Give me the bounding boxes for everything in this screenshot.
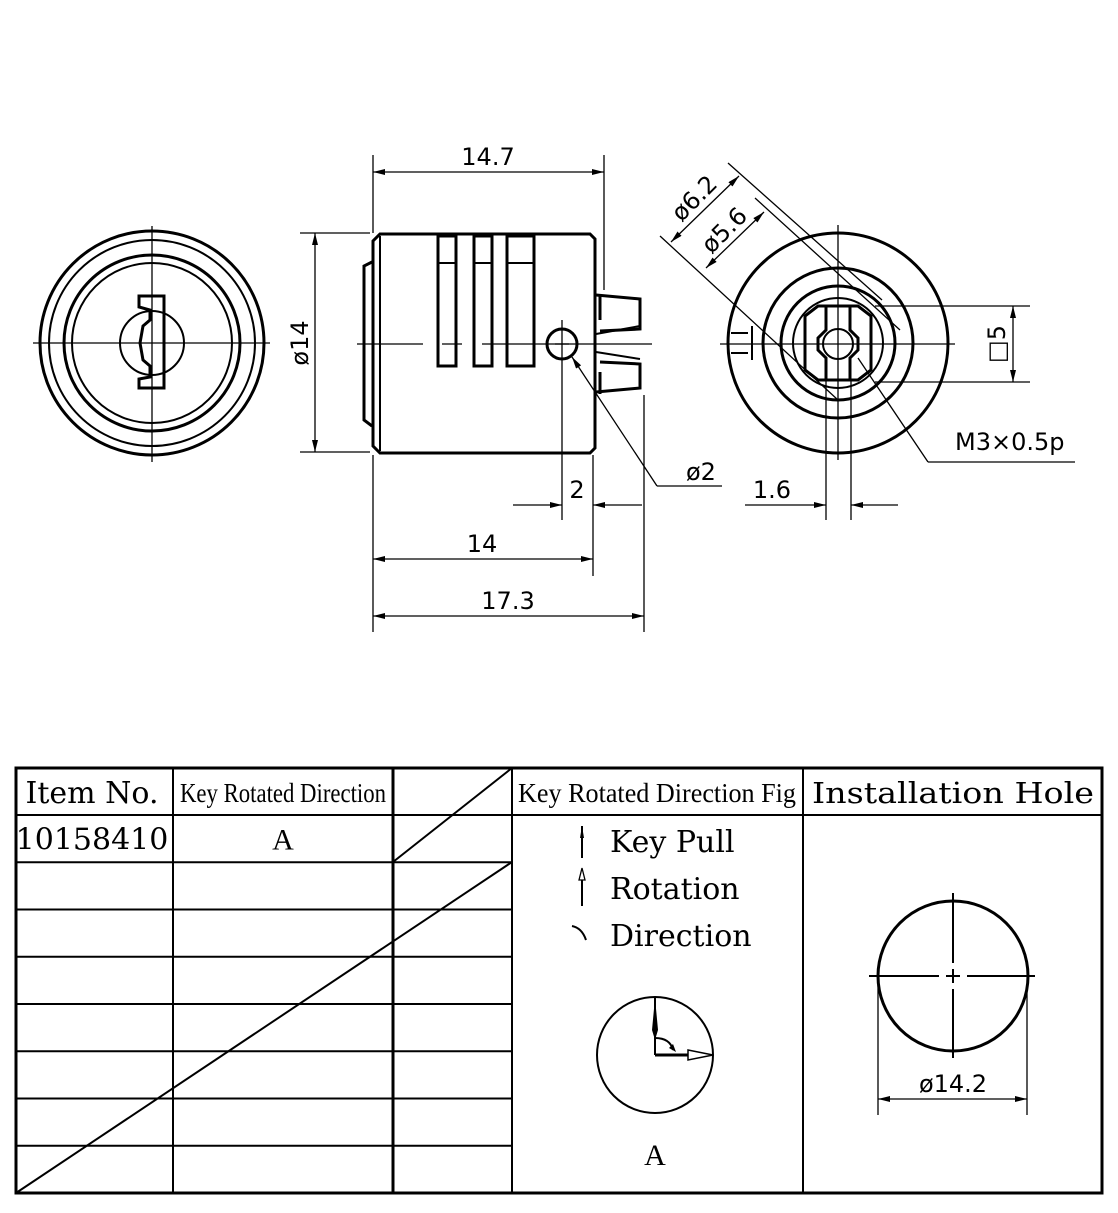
slot-3 xyxy=(505,234,536,368)
dim-outer-diameter: ø6.2 xyxy=(666,170,723,227)
cell-item-no: 10158410 xyxy=(16,823,169,858)
figure-label: A xyxy=(644,1139,666,1172)
tailpiece-taper xyxy=(595,351,641,360)
header-item-no: Item No. xyxy=(26,776,159,811)
dim-hole-diameter: ø14.2 xyxy=(919,1070,987,1098)
slot-1 xyxy=(436,234,458,368)
keyway-slot xyxy=(137,294,166,390)
key-face-view: ø14 xyxy=(33,226,370,462)
hidden-lines xyxy=(731,326,753,360)
direction-arc-head xyxy=(669,1044,676,1052)
header-installation-hole: Installation Hole xyxy=(812,776,1094,810)
cylinder-body xyxy=(371,232,597,455)
slot-2 xyxy=(472,234,494,368)
dim-hole-diameter: ø2 xyxy=(686,458,716,486)
dim-flat-width: 1.6 xyxy=(753,476,791,504)
tailpiece-bottom xyxy=(595,360,642,394)
cell-direction: A xyxy=(272,824,294,857)
diagonal-strike xyxy=(15,861,513,1194)
dim-overall-body-length: 14.7 xyxy=(461,143,514,171)
dim-square-size: □5 xyxy=(983,325,1011,363)
header-key-rotated-direction: Key Rotated Direction xyxy=(180,778,386,808)
flange xyxy=(362,260,373,428)
legend: Key Pull Rotation Direction xyxy=(571,825,752,954)
key-pull-arrowhead xyxy=(652,998,658,1040)
tailpiece-end-view: ø6.2 ø5.6 □5 M3×0.5p 1.6 xyxy=(659,162,1075,520)
leader-line xyxy=(857,357,929,463)
arc-icon xyxy=(571,925,587,941)
tailpiece-top xyxy=(595,293,642,333)
cylinder-side-view: 14.7 2 14 17.3 ø2 xyxy=(357,143,722,632)
solid-arrow-head xyxy=(580,826,584,838)
extension-line xyxy=(659,235,839,401)
legend-direction: Direction xyxy=(610,919,752,954)
rotation-arrowhead xyxy=(687,1049,714,1061)
diameter-label: ø14 xyxy=(286,320,314,365)
leader-line xyxy=(571,356,658,487)
spec-table: Item No. Key Rotated Direction Key Rotat… xyxy=(14,766,1104,1195)
rotation-figure-a: A xyxy=(596,996,714,1172)
hollow-arrow-head xyxy=(578,867,586,881)
dimension-line xyxy=(670,175,740,243)
diagonal-strike xyxy=(392,767,513,863)
extension-line xyxy=(727,162,883,301)
installation-hole: ø14.2 xyxy=(869,893,1035,1115)
table-border xyxy=(14,766,1104,1195)
dim-hole-offset: 2 xyxy=(569,476,584,504)
legend-key-pull: Key Pull xyxy=(610,825,735,860)
extension-line xyxy=(754,197,901,331)
dim-body-length: 14 xyxy=(467,530,498,558)
legend-rotation: Rotation xyxy=(610,872,740,907)
dim-total-length: 17.3 xyxy=(481,587,534,615)
dimension-line xyxy=(705,211,765,269)
tailpiece-taper xyxy=(595,325,641,335)
header-fig: Key Rotated Direction Fig xyxy=(518,778,796,808)
dim-thread: M3×0.5p xyxy=(955,428,1065,456)
